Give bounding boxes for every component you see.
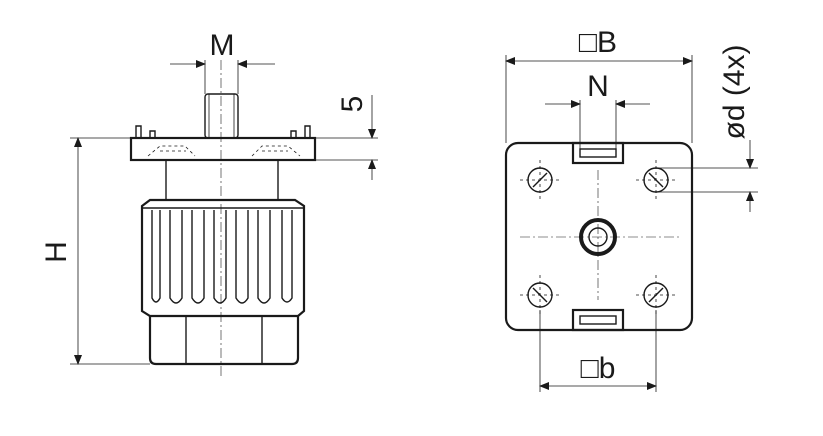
- dimension-m: M: [170, 29, 275, 94]
- top-plate: [129, 125, 317, 162]
- label-b-inner: □b: [581, 352, 616, 385]
- top-view: □B N ød (4x) □b: [504, 26, 758, 392]
- neck: [165, 160, 279, 199]
- side-view: M 5 H: [40, 29, 378, 376]
- mounting-hole-bl: [520, 275, 560, 315]
- foot: [148, 316, 300, 366]
- label-m: M: [210, 29, 235, 62]
- label-5: 5: [336, 96, 369, 113]
- threaded-stud: [204, 93, 239, 139]
- label-d: ød (4x): [718, 44, 751, 139]
- top-slot: [571, 141, 625, 165]
- dimension-5: 5: [315, 95, 378, 180]
- dimension-b-inner: □b: [539, 310, 657, 392]
- dimension-b-outer: □B: [505, 26, 693, 143]
- label-h: H: [40, 241, 73, 263]
- ribbed-body: [140, 198, 306, 318]
- mounting-hole-tl: [520, 160, 560, 200]
- label-n: N: [587, 70, 609, 103]
- dimension-n: N: [545, 70, 650, 149]
- dimension-h: H: [40, 137, 150, 365]
- mounting-hole-br: [636, 275, 676, 315]
- mounting-hole-tr: [636, 160, 676, 200]
- bottom-slot: [571, 308, 625, 332]
- dimension-d: ød (4x): [656, 44, 758, 212]
- label-b-outer: □B: [579, 26, 617, 59]
